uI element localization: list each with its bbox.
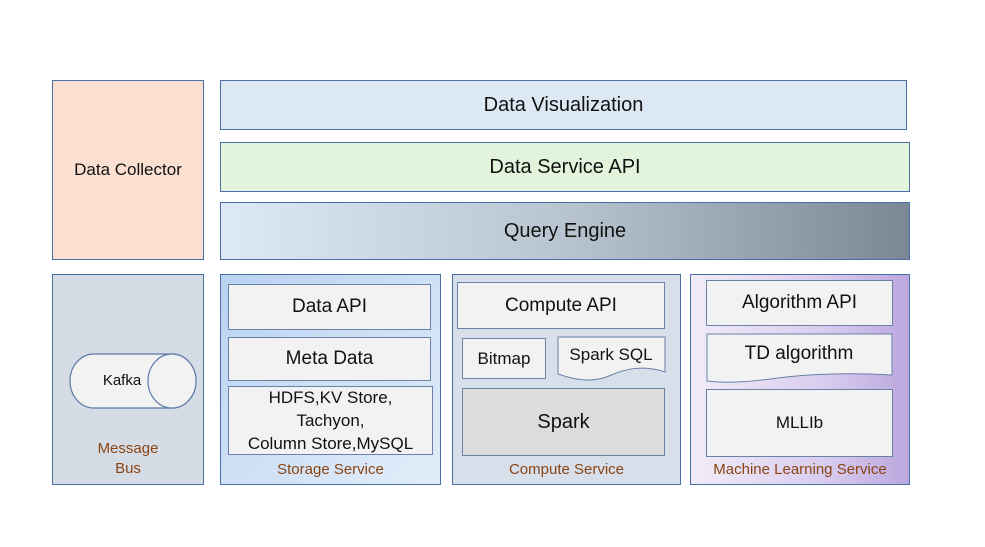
meta-data-label: Meta Data [285,348,374,369]
algorithm-api-label: Algorithm API [741,292,858,313]
kafka-label: Kafka [102,372,142,389]
spark-box: Spark [462,388,665,456]
compute-service-caption: Compute Service [508,461,625,478]
td-algorithm-document-shape [706,333,893,383]
message-bus-caption: Message Bus [52,439,204,479]
spark-sql-label: Spark SQL [569,345,653,364]
compute-api-box: Compute API [457,282,665,329]
bitmap-label: Bitmap [477,348,531,368]
message-bus-caption-line1: Message [97,440,159,457]
meta-data-box: Meta Data [228,337,431,381]
storage-backends-line2: Tachyon, [296,411,365,430]
query-engine-box: Query Engine [220,202,910,260]
algorithm-api-box: Algorithm API [706,280,893,326]
storage-backends-line1: HDFS,KV Store, [268,388,393,407]
compute-api-label: Compute API [505,294,617,316]
data-service-api-label: Data Service API [489,155,641,178]
data-collector-label: Data Collector [74,160,182,179]
mllib-box: MLLIb [706,389,893,457]
data-service-api-box: Data Service API [220,142,910,192]
data-visualization-label: Data Visualization [483,93,644,116]
spark-sql-document-shape [557,336,666,381]
data-api-label: Data API [292,296,367,317]
storage-backends-line3: Column Store,MySQL [247,434,414,453]
mllib-label: MLLIb [775,413,824,432]
ml-service-caption: Machine Learning Service [713,461,887,478]
td-algorithm-label: TD algorithm [744,343,854,364]
bitmap-box: Bitmap [462,338,546,379]
query-engine-label: Query Engine [503,219,627,242]
kafka-cylinder [69,353,197,409]
message-bus-caption-line2: Bus [115,460,141,477]
data-api-box: Data API [228,284,431,330]
storage-service-caption: Storage Service [277,461,384,478]
data-collector-box: Data Collector [52,80,204,260]
storage-backends-box: HDFS,KV Store, Tachyon, Column Store,MyS… [228,386,433,455]
data-visualization-box: Data Visualization [220,80,907,130]
spark-label: Spark [537,410,590,433]
